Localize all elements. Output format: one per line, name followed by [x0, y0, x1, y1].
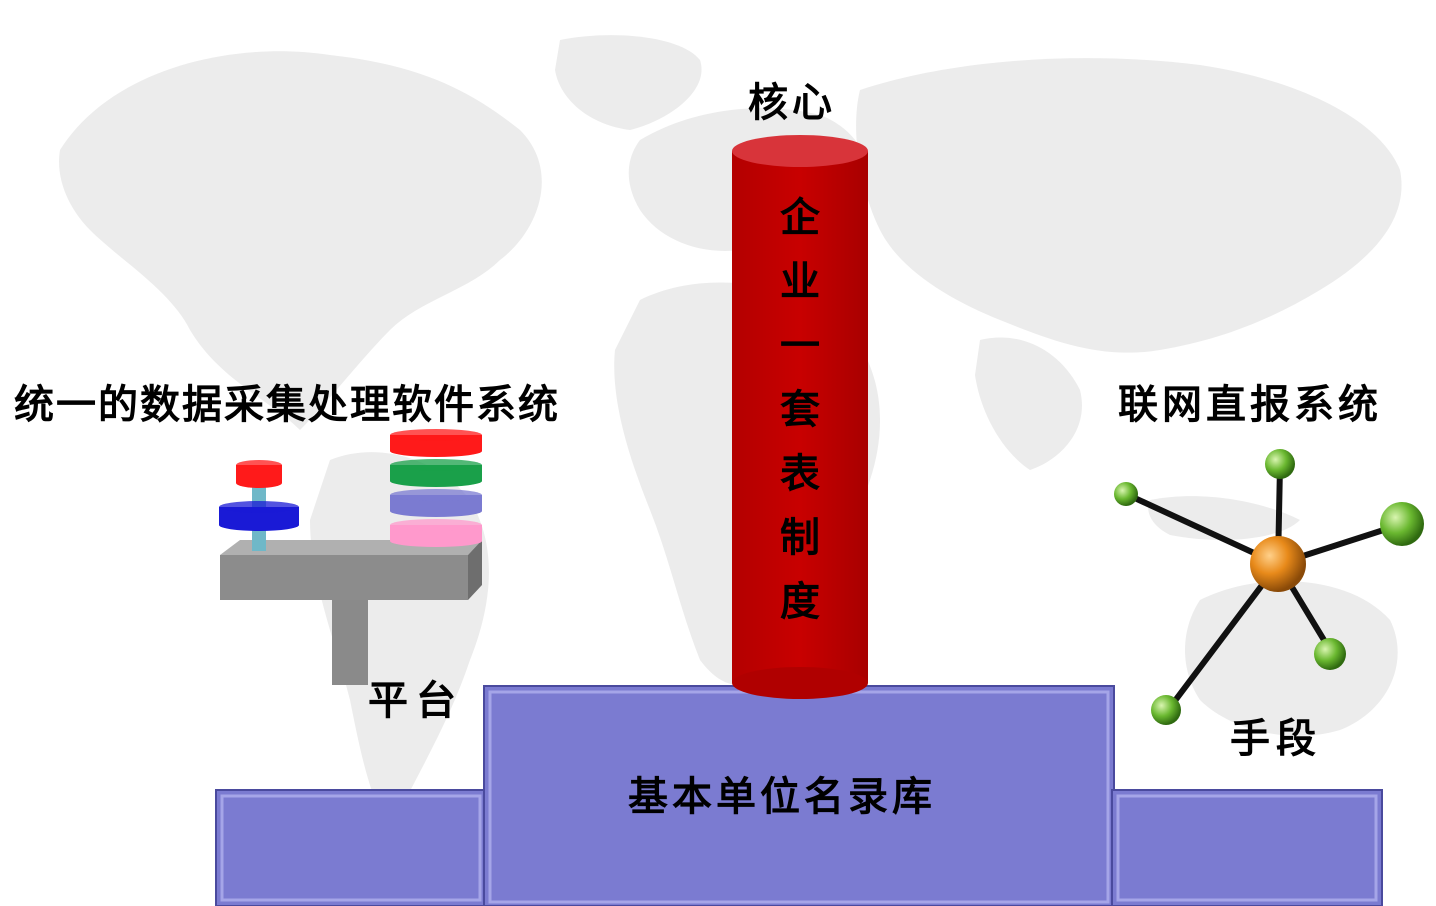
stack-disk — [219, 501, 299, 531]
pillar-char: 表 — [780, 450, 820, 497]
network-hub — [1250, 536, 1306, 592]
stack-disk — [390, 519, 482, 547]
core-label: 核心 — [748, 79, 836, 126]
network-node — [1314, 638, 1346, 670]
pillar-char: 制 — [780, 514, 820, 561]
small-disk-stack — [219, 460, 299, 551]
base-label: 基本单位名录库 — [628, 773, 936, 820]
stack-disk — [390, 489, 482, 517]
pillar-char: 业 — [780, 258, 820, 305]
pillar-char: 一 — [780, 322, 820, 369]
stack-disk — [390, 429, 482, 457]
stack-disk — [390, 459, 482, 487]
network-node — [1151, 695, 1181, 725]
platform-label: 平台 — [368, 677, 464, 724]
network-node — [1114, 482, 1138, 506]
network-node — [1380, 502, 1424, 546]
means-title: 联网直报系统 — [1118, 381, 1382, 428]
podium-left-step — [215, 789, 487, 906]
network-graphic — [1114, 449, 1424, 725]
stack-disk — [236, 460, 282, 488]
pillar-char: 套 — [780, 386, 820, 433]
pillar-char: 度 — [780, 578, 820, 625]
pillar-char: 企 — [780, 194, 820, 241]
platform-slab — [220, 540, 482, 600]
platform-title: 统一的数据采集处理软件系统 — [14, 381, 560, 428]
platform-post — [332, 595, 368, 685]
platform-graphic — [219, 429, 482, 685]
large-disk-stack — [390, 429, 482, 547]
podium-right-step — [1111, 789, 1383, 906]
network-node — [1265, 449, 1295, 479]
means-label: 手段 — [1230, 715, 1322, 762]
core-pillar — [732, 135, 868, 699]
